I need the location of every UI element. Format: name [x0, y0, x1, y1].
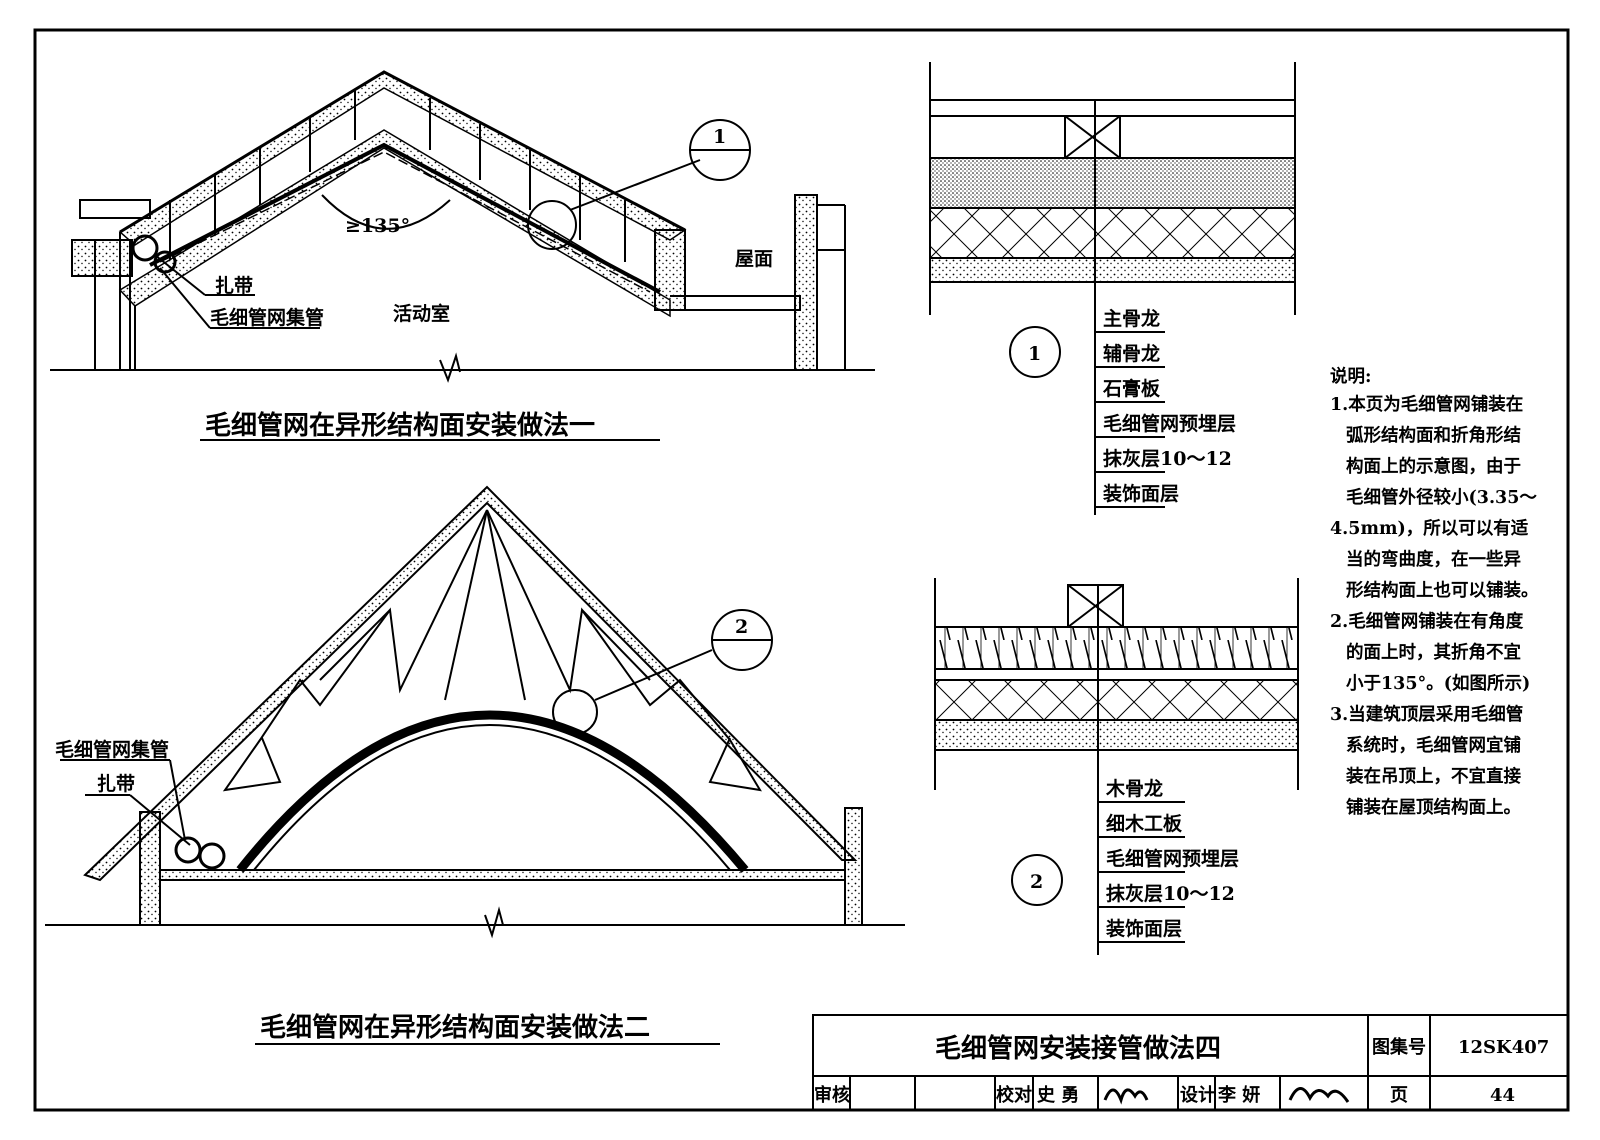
- check-label: 校对: [996, 1084, 1032, 1106]
- detail1-number: 1: [1028, 343, 1041, 365]
- checker-name: 史 勇: [1037, 1084, 1079, 1106]
- detail2-number: 2: [1030, 871, 1043, 893]
- callout-number-2: 2: [735, 616, 748, 638]
- detail2-layer-label: 装饰面层: [1105, 917, 1182, 940]
- detail1: [929, 62, 1296, 515]
- note-line: 铺装在屋顶结构面上。: [1346, 797, 1521, 818]
- atlas-label: 图集号: [1372, 1036, 1426, 1058]
- page-label: 页: [1390, 1085, 1408, 1106]
- note-line: 的面上时，其折角不宜: [1346, 642, 1521, 663]
- design-label: 设计: [1180, 1084, 1216, 1106]
- designer-name: 李 妍: [1217, 1085, 1260, 1106]
- note-line: 形结构面上也可以铺装。: [1346, 580, 1539, 601]
- note-line: 1.本页为毛细管网铺装在: [1330, 394, 1523, 415]
- detail1-layer-label: 装饰面层: [1102, 482, 1179, 505]
- sheet-title: 毛细管网安装接管做法四: [935, 1033, 1221, 1064]
- strap-label-2: 扎带: [97, 773, 135, 795]
- break-mark: [439, 352, 461, 383]
- detail2-layer-label: 木骨龙: [1105, 777, 1163, 800]
- note-line: 2.毛细管网铺装在有角度: [1330, 611, 1524, 632]
- room-label: 活动室: [393, 302, 450, 325]
- strap-label: 扎带: [215, 275, 253, 297]
- title-block: [812, 1014, 1569, 1111]
- diagram1: [50, 70, 875, 441]
- note-line: 系统时，毛细管网宜铺: [1346, 735, 1521, 756]
- detail1-layer-label: 抹灰层10～12: [1103, 447, 1232, 470]
- note-line: 构面上的示意图，由于: [1346, 456, 1521, 477]
- detail1-layer-label: 主骨龙: [1103, 307, 1160, 330]
- diagram2: [45, 485, 905, 1045]
- detail2-layer-label: 细木工板: [1106, 812, 1183, 835]
- detail1-layer-label: 毛细管网预埋层: [1103, 412, 1236, 435]
- angle-label: ≥135°: [345, 215, 410, 237]
- designer-signature: [1288, 1087, 1350, 1103]
- review-label: 审核: [814, 1084, 850, 1106]
- checker-signature: [1103, 1088, 1149, 1105]
- diagram2-title: 毛细管网在异形结构面安装做法二: [260, 1012, 650, 1043]
- note-line: 小于135°。(如图所示): [1346, 673, 1530, 694]
- roof-label: 屋面: [735, 248, 773, 270]
- detail2-layer-label: 毛细管网预埋层: [1106, 847, 1239, 870]
- notes: 说明:: [1330, 366, 1371, 387]
- note-line: 毛细管外径较小(3.35～: [1346, 487, 1537, 508]
- note-line: 4.5mm)，所以可以有适: [1330, 518, 1529, 539]
- detail1-layer-label: 辅骨龙: [1103, 342, 1160, 365]
- atlas-number: 12SK407: [1458, 1037, 1549, 1058]
- detail1-layer-label: 石膏板: [1102, 377, 1161, 400]
- header-label-2: 毛细管网集管: [55, 738, 169, 761]
- callout-number-1: 1: [713, 126, 726, 148]
- header-label: 毛细管网集管: [210, 306, 324, 329]
- note-line: 装在吊顶上，不宜直接: [1345, 766, 1521, 787]
- note-line: 当的弯曲度，在一些异: [1346, 549, 1521, 570]
- notes-heading: 说明:: [1330, 366, 1371, 387]
- page-number: 44: [1490, 1085, 1515, 1106]
- note-line: 弧形结构面和折角形结: [1346, 425, 1521, 446]
- note-line: 3.当建筑顶层采用毛细管: [1330, 704, 1523, 725]
- sheet-frame: [33, 28, 1570, 1112]
- detail2-layer-label: 抹灰层10～12: [1106, 882, 1235, 905]
- diagram1-title: 毛细管网在异形结构面安装做法一: [205, 410, 595, 441]
- detail2: [934, 578, 1299, 955]
- notes-lines: 1.本页为毛细管网铺装在弧形结构面和折角形结构面上的示意图，由于毛细管外径较小(…: [1330, 394, 1539, 818]
